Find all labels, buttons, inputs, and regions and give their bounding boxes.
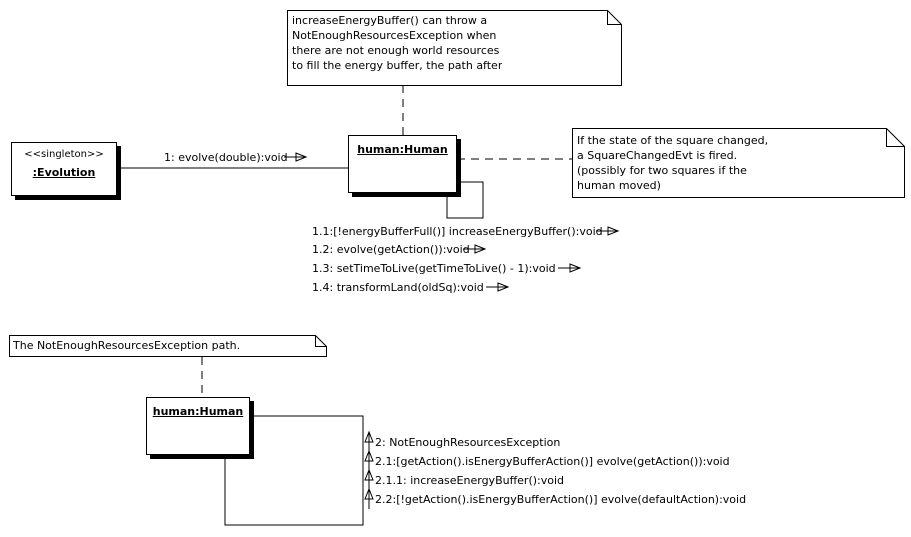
note-text-block: If the state of the square changed, a Sq… [577, 133, 897, 195]
note-line: (possibly for two squares if the [577, 164, 747, 177]
object-name: human:Human [357, 143, 448, 156]
note-line: The NotEnoughResourcesException path. [13, 339, 241, 352]
note-line: to fill the energy buffer, the path afte… [292, 59, 503, 72]
object-human-top[interactable]: human:Human [348, 135, 457, 193]
note-exception-path[interactable]: The NotEnoughResourcesException path. [9, 335, 327, 357]
message-1-2: 1.2: evolve(getAction()):void [312, 243, 470, 256]
object-name: human:Human [152, 405, 244, 418]
self-link-human-bottom [224, 415, 364, 526]
object-evolution[interactable]: <<singleton>> :Evolution [11, 142, 117, 196]
arrow-m2-1-1 [364, 468, 374, 490]
note-increase-energy-buffer[interactable]: increaseEnergyBuffer() can throw a NotEn… [287, 10, 622, 86]
object-human-bottom[interactable]: human:Human [146, 397, 250, 455]
arrow-m1-1 [596, 226, 620, 236]
arrow-m2 [364, 430, 374, 452]
self-link-human-top [446, 181, 484, 219]
message-2-1-1: 2.1.1: increaseEnergyBuffer():void [375, 474, 565, 487]
arrow-m1 [284, 152, 308, 162]
note-line: If the state of the square changed, [577, 134, 769, 147]
message-1-1: 1.1:[!energyBufferFull()] increaseEnergy… [312, 225, 603, 238]
arrow-m1-2 [463, 244, 487, 254]
message-1-4: 1.4: transformLand(oldSq):void [312, 281, 484, 294]
note-shape [287, 10, 622, 86]
note-square-changed[interactable]: If the state of the square changed, a Sq… [572, 128, 905, 198]
note-shape [9, 335, 327, 357]
note-line: NotEnoughResourcesException when [292, 29, 497, 42]
arrow-m2-1 [364, 449, 374, 471]
arrow-m1-3 [558, 263, 582, 273]
message-2-2: 2.2:[!getAction().isEnergyBufferAction()… [375, 493, 747, 506]
note-line: there are not enough world resources [292, 44, 500, 57]
note-shape [572, 128, 905, 198]
arrow-m1-4 [486, 282, 510, 292]
message-1: 1: evolve(double):void [164, 151, 288, 164]
object-name: :Evolution [32, 166, 96, 179]
arrow-m2-2 [364, 487, 374, 509]
message-2: 2: NotEnoughResourcesException [375, 436, 561, 449]
note-line: increaseEnergyBuffer() can throw a [292, 14, 488, 27]
message-1-3: 1.3: setTimeToLive(getTimeToLive() - 1):… [312, 262, 556, 275]
object-stereotype: <<singleton>> [24, 149, 104, 160]
note-line: human moved) [577, 179, 661, 192]
message-2-1: 2.1:[getAction().isEnergyBufferAction()]… [375, 455, 730, 468]
note-line: a SquareChangedEvt is fired. [577, 149, 738, 162]
